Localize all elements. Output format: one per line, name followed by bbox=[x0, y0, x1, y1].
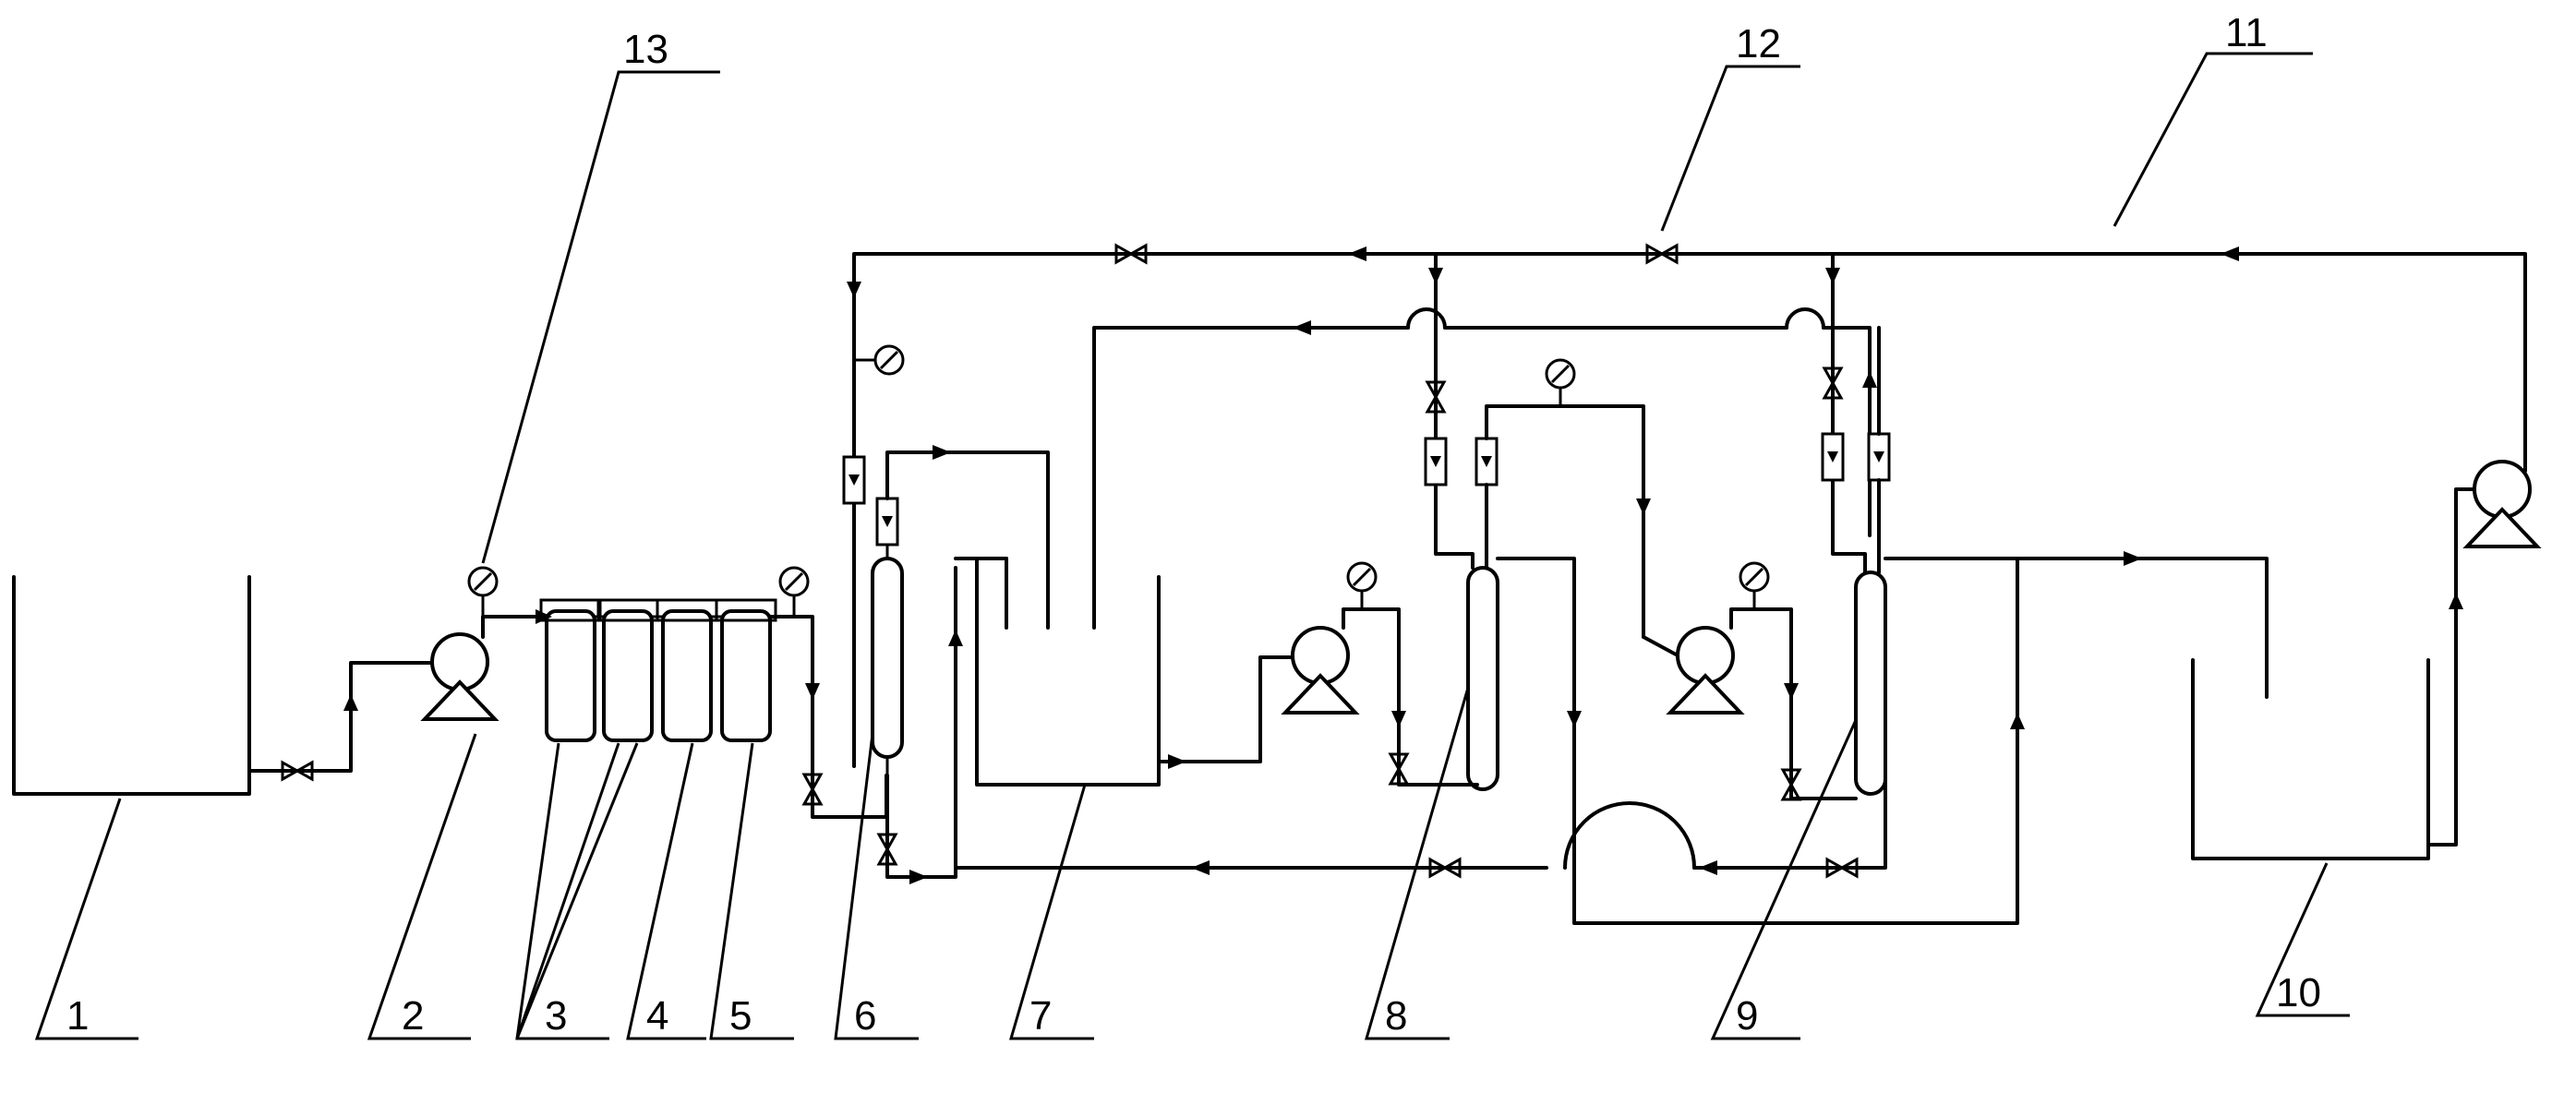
feed-pump bbox=[423, 632, 497, 721]
labels: 1 2 3 4 5 6 7 8 9 10 11 12 13 bbox=[34, 10, 2350, 1040]
label-10: 10 bbox=[2276, 970, 2321, 1015]
pipe-tank7-to-pump2 bbox=[1157, 655, 1299, 763]
pipe-col8-permeate bbox=[1496, 557, 2019, 925]
label-8: 8 bbox=[1385, 993, 1407, 1039]
raw-water-tank bbox=[12, 575, 251, 796]
booster-pump-1 bbox=[1283, 626, 1357, 715]
pipe-bottom-return bbox=[1692, 774, 1887, 870]
product-tank bbox=[2191, 658, 2430, 860]
pipe-filters-to-column bbox=[768, 615, 888, 819]
pipe-pump-to-col8 bbox=[1342, 607, 1479, 787]
column-6 bbox=[871, 545, 904, 775]
cartridge-filters bbox=[539, 598, 777, 742]
label-6: 6 bbox=[854, 993, 876, 1039]
booster-pump-1-gauge bbox=[1346, 561, 1378, 609]
label-11: 11 bbox=[2225, 10, 2268, 55]
pipe-col6-to-tank7 bbox=[885, 450, 1050, 630]
filter-pressure-gauge bbox=[778, 566, 810, 617]
pipe-col9-feed bbox=[1831, 252, 1867, 574]
booster-pump-2 bbox=[1668, 626, 1742, 715]
recirculation-line bbox=[852, 252, 2527, 768]
label-12: 12 bbox=[1736, 21, 1781, 66]
label-9: 9 bbox=[1736, 993, 1758, 1039]
pipe-col9-to-tank10 bbox=[1884, 557, 2269, 699]
label-1: 1 bbox=[66, 993, 89, 1039]
label-4: 4 bbox=[646, 993, 668, 1039]
booster-pump-2-gauge bbox=[1739, 561, 1770, 609]
pipe-pump-to-col9 bbox=[1729, 607, 1858, 800]
label-5: 5 bbox=[729, 993, 752, 1039]
label-2: 2 bbox=[402, 993, 424, 1039]
pipe-col8-feed bbox=[1434, 252, 1475, 570]
column-8 bbox=[1466, 566, 1499, 791]
label-13: 13 bbox=[623, 27, 668, 72]
pipe-tank10-to-pump bbox=[2426, 487, 2476, 847]
pipe-col6-bottom bbox=[885, 566, 957, 879]
pipe-pump-to-filters bbox=[481, 615, 542, 639]
intermediate-tank bbox=[954, 557, 1161, 787]
label-7: 7 bbox=[1029, 993, 1052, 1039]
pipe-tank-to-pump bbox=[247, 661, 436, 781]
column-8-gauge bbox=[1545, 358, 1576, 406]
label-3: 3 bbox=[545, 993, 567, 1039]
column-9 bbox=[1854, 571, 1887, 796]
return-pump bbox=[2465, 460, 2539, 548]
